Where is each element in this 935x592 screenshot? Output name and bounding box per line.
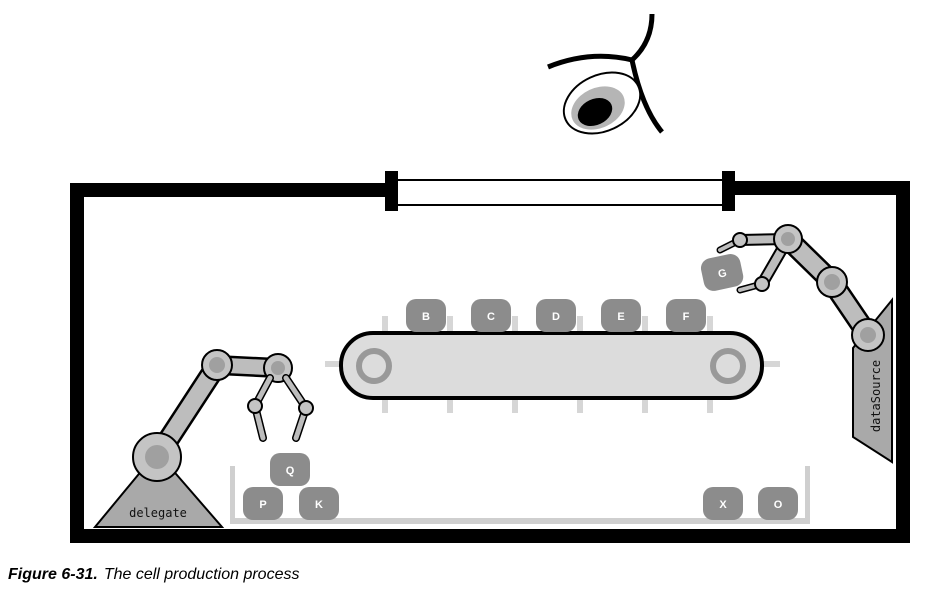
reuse-stack-cell: Q xyxy=(270,453,310,486)
conveyor-cell: B xyxy=(406,299,446,332)
svg-text:K: K xyxy=(315,499,323,511)
bin-cell: X xyxy=(703,487,743,520)
svg-text:E: E xyxy=(617,311,624,323)
reuse-stack-cell: P xyxy=(243,487,283,520)
figure-title: The cell production process xyxy=(103,566,300,583)
figure-caption: Figure 6-31. The cell production process xyxy=(8,566,299,584)
datasource-label: dataSource xyxy=(869,360,883,432)
delegate-robot: delegate xyxy=(92,349,314,528)
belt-roller-right xyxy=(710,348,746,384)
window-post-left xyxy=(385,171,398,211)
svg-text:B: B xyxy=(422,311,430,323)
figure-number: Figure 6-31. xyxy=(8,566,98,583)
conveyor-cell: F xyxy=(666,299,706,332)
svg-text:P: P xyxy=(259,499,266,511)
svg-text:X: X xyxy=(719,499,727,511)
belt-roller-left xyxy=(356,348,392,384)
datasource-robot: dataSource xyxy=(716,224,893,464)
svg-text:G: G xyxy=(717,267,728,281)
table-view-frame xyxy=(70,171,910,543)
conveyor-cell: C xyxy=(471,299,511,332)
conveyor-cell: D xyxy=(536,299,576,332)
held-cell: G xyxy=(700,254,744,291)
viewport-window xyxy=(396,179,726,206)
svg-text:O: O xyxy=(774,499,783,511)
eye-icon xyxy=(547,13,664,135)
conveyor-belt xyxy=(325,316,780,413)
svg-text:D: D xyxy=(552,311,560,323)
window-post-right xyxy=(722,171,735,211)
cell-production-diagram: B C D E F Q P K X O xyxy=(70,13,910,543)
bin-cell: O xyxy=(758,487,798,520)
svg-text:Q: Q xyxy=(286,465,295,477)
floor-tray xyxy=(230,466,810,524)
svg-text:C: C xyxy=(487,311,495,323)
reuse-stack-cell: K xyxy=(299,487,339,520)
svg-text:F: F xyxy=(683,311,690,323)
conveyor-cell: E xyxy=(601,299,641,332)
delegate-label: delegate xyxy=(129,506,187,520)
